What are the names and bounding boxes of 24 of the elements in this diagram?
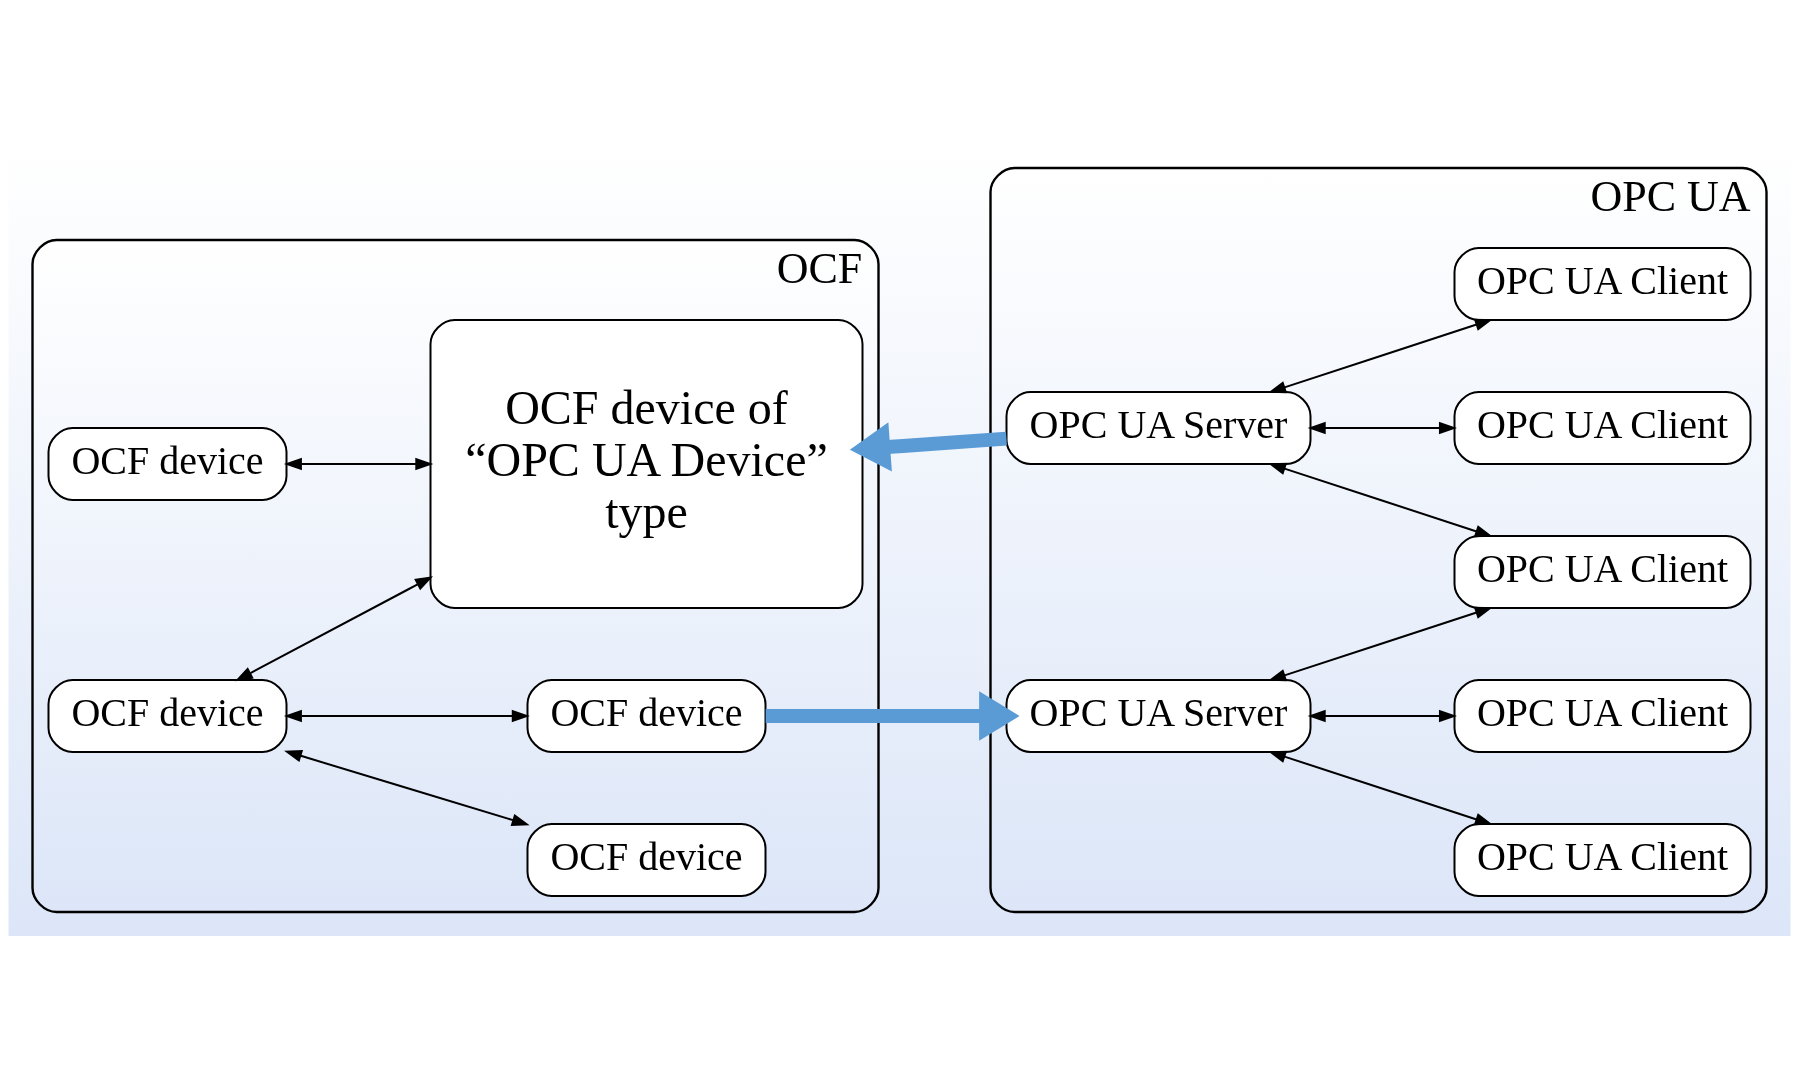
node-box: OCF device of “OPC UA Device” type [429,318,864,609]
node-box: OPC UA Server [1005,390,1312,465]
arrow [849,421,1007,472]
arrow [765,690,1020,741]
arrow [283,709,530,722]
node-box: OPC UA Client [1453,534,1752,609]
arrow [283,457,434,470]
arrow [1268,462,1493,537]
arrow [1268,606,1493,681]
arrow [1307,709,1457,722]
node-box: OCF device [526,822,767,897]
node-box: OPC UA Client [1453,390,1752,465]
arrow [1268,750,1493,825]
arrow [1268,318,1493,393]
node-box: OPC UA Server [1005,678,1312,753]
node-box: OPC UA Client [1453,246,1752,321]
node-box: OCF device [47,426,288,501]
node-box: OPC UA Client [1453,678,1752,753]
arrow [284,749,530,826]
node-box: OCF device [47,678,288,753]
arrow [1307,421,1457,434]
node-box: OCF device [526,678,767,753]
node-box: OPC UA Client [1453,822,1752,897]
arrow [234,575,434,681]
